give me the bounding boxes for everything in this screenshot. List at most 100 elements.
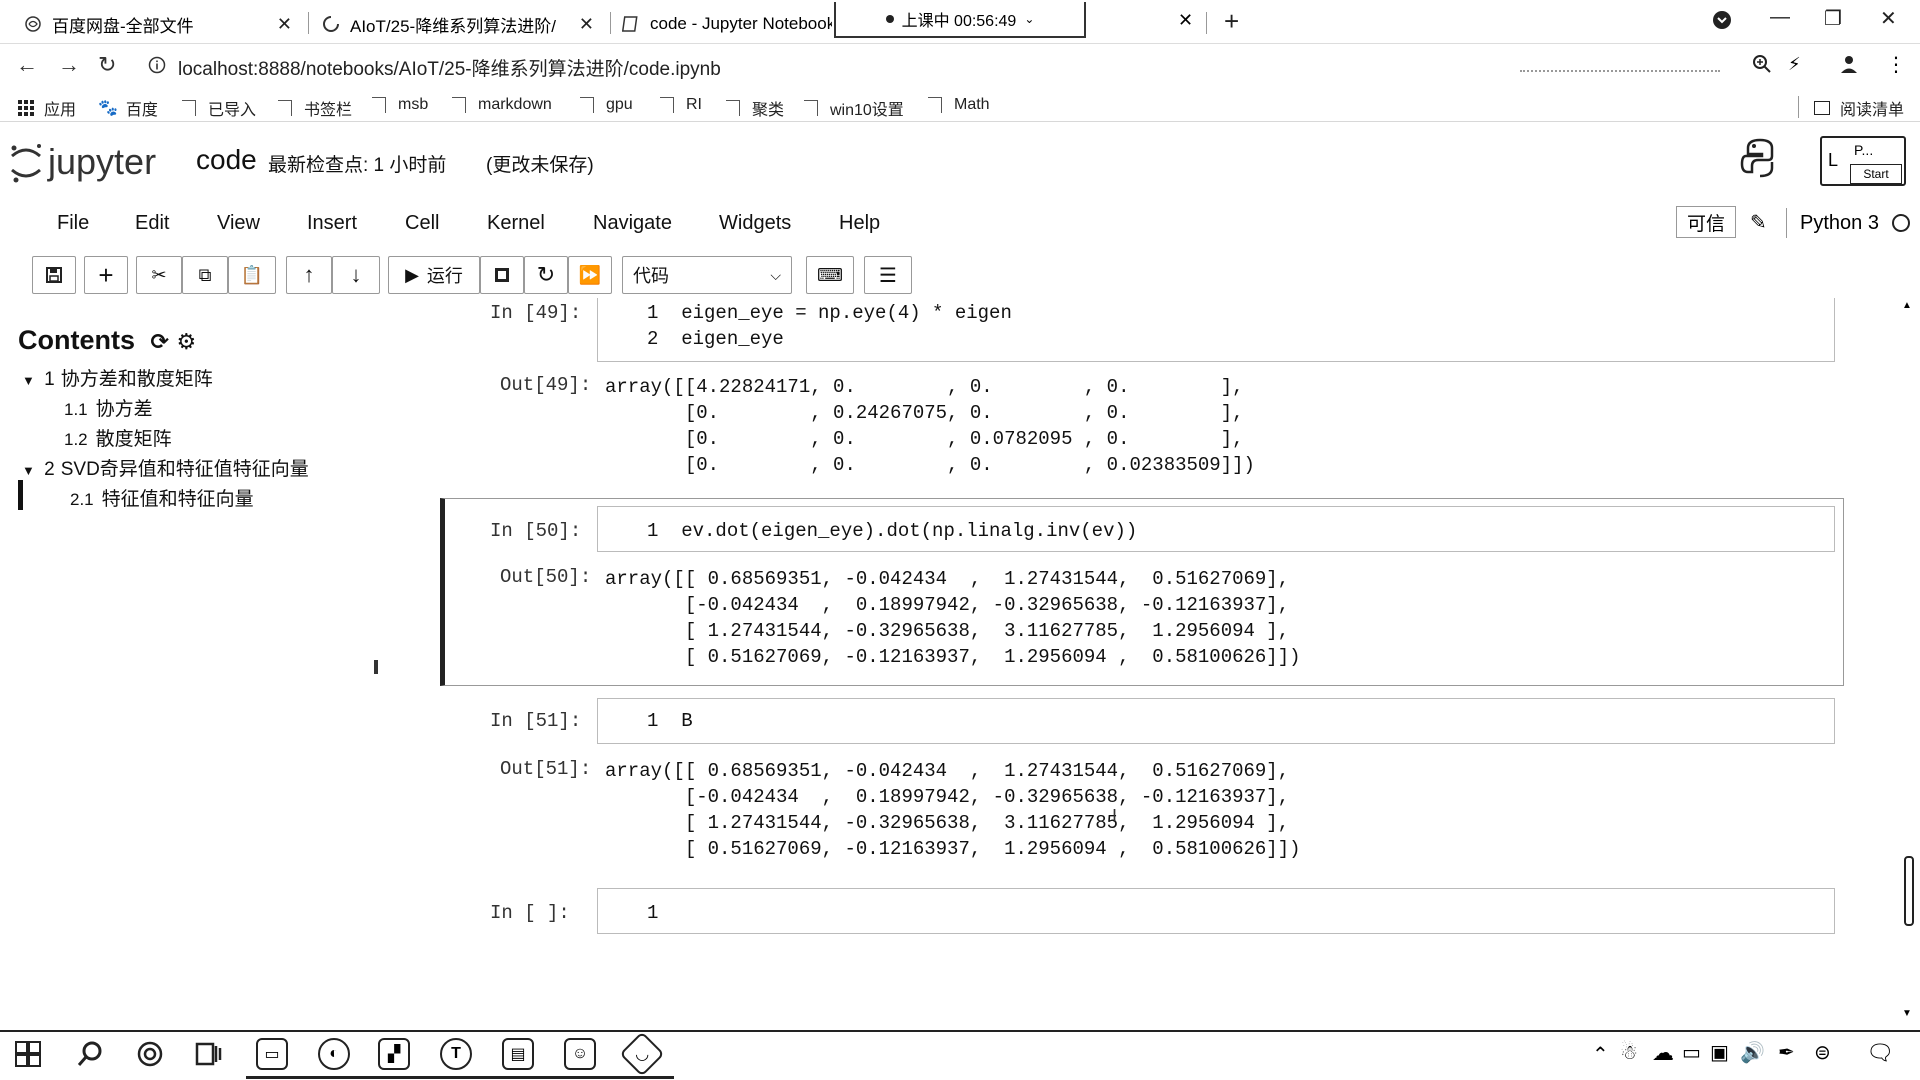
move-up-button[interactable]: ↑ (286, 256, 332, 294)
extension-icon[interactable]: ⚡ (1788, 54, 1801, 74)
save-button[interactable] (32, 256, 76, 294)
cell-51-output-line: [ 1.27431544, -0.32965638, 3.11627785, 1… (605, 812, 1290, 834)
trusted-indicator[interactable]: 可信 (1676, 206, 1737, 238)
more-icon[interactable]: ⋮ (1886, 54, 1906, 76)
taskbar-app-typora[interactable]: T (440, 1038, 472, 1070)
bookmark-win10[interactable]: win10设置 (804, 96, 904, 120)
account-icon[interactable] (1840, 54, 1858, 79)
menu-cell[interactable]: Cell (405, 212, 440, 234)
logout-widget[interactable]: L P... Start (1820, 136, 1906, 186)
scroll-up-icon[interactable]: ▲ (1902, 300, 1912, 311)
cell-type-select[interactable]: 代码 ⌵ (622, 256, 792, 294)
interrupt-button[interactable] (480, 256, 524, 294)
notification-center-icon[interactable]: 🗨 (1866, 1040, 1894, 1065)
scrollbar-thumb[interactable] (1904, 856, 1914, 926)
code-line: 1 eigen_eye = np.eye(4) * eigen (647, 302, 1012, 324)
cell-empty-input[interactable] (597, 888, 1835, 934)
sidebar-resize-handle[interactable] (374, 660, 378, 674)
tray-pen-icon[interactable]: ✒ (1778, 1042, 1795, 1064)
toc-toggle-button[interactable]: ☰ (864, 256, 912, 294)
close-tab-icon[interactable]: ✕ (276, 13, 292, 34)
notebook-name[interactable]: code (196, 144, 257, 175)
reload-icon[interactable]: ↻ (98, 52, 117, 77)
taskbar-app-pycharm[interactable]: ▞ (378, 1038, 410, 1070)
scroll-down-icon[interactable]: ▼ (1902, 1008, 1912, 1019)
menu-file[interactable]: File (57, 212, 90, 234)
restart-run-all-button[interactable]: ⏩ (568, 256, 612, 294)
bookmark-ri[interactable]: RI (660, 96, 702, 114)
menu-view[interactable]: View (217, 212, 260, 234)
cut-button[interactable]: ✂ (136, 256, 182, 294)
menu-help[interactable]: Help (839, 212, 881, 234)
minimize-icon[interactable]: — (1770, 6, 1790, 28)
cell-50-input[interactable] (597, 506, 1835, 552)
bookmark-markdown[interactable]: markdown (452, 96, 552, 114)
tray-speaker-icon[interactable]: 🔊 (1740, 1042, 1765, 1064)
tab-baidu-pan[interactable]: 百度网盘-全部文件 ✕ (24, 6, 300, 42)
taskbar-app-meeting[interactable]: ☺ (564, 1038, 596, 1070)
command-palette-button[interactable]: ⌨ (806, 256, 854, 294)
taskbar-app-terminal[interactable]: ▤ (502, 1038, 534, 1070)
move-down-button[interactable]: ↓ (332, 256, 380, 294)
class-timer[interactable]: 上课中 00:56:49 ⌄ (834, 2, 1086, 38)
edit-pencil-icon[interactable]: ✎ (1750, 212, 1767, 234)
zoom-icon[interactable] (1752, 54, 1772, 80)
menu-navigate[interactable]: Navigate (593, 212, 672, 234)
close-window-icon[interactable]: ✕ (1880, 8, 1897, 30)
bookmark-baidu[interactable]: 🐾 百度 (98, 96, 158, 120)
bookmark-imported[interactable]: 已导入 (182, 96, 256, 120)
cell-49-input[interactable] (597, 298, 1835, 362)
menu-kernel[interactable]: Kernel (487, 212, 545, 234)
windows-start-icon[interactable] (14, 1040, 42, 1073)
tab-jupyter-notebook[interactable]: code - Jupyter Notebook (622, 6, 832, 42)
tray-chevron-up-icon[interactable]: ⌃ (1592, 1044, 1609, 1066)
search-icon[interactable] (76, 1040, 104, 1075)
back-icon[interactable]: ← (16, 52, 38, 77)
copy-button[interactable]: ⧉ (182, 256, 228, 294)
bookmark-math[interactable]: Math (928, 96, 990, 114)
maximize-icon[interactable]: ❐ (1824, 8, 1842, 30)
jupyter-logo[interactable]: jupyter (8, 140, 156, 184)
bookmark-gpu[interactable]: gpu (580, 96, 633, 114)
new-tab-icon[interactable]: + (1224, 6, 1240, 36)
cell-50-selected-frame[interactable] (440, 498, 1844, 686)
url-text[interactable]: localhost:8888/notebooks/AIoT/25-降维系列算法进… (178, 59, 721, 80)
run-button[interactable]: ▶ 运行 (388, 256, 480, 294)
menu-widgets[interactable]: Widgets (719, 212, 792, 234)
site-info-icon[interactable] (148, 56, 166, 79)
tray-cloud-icon[interactable]: ☁ (1652, 1040, 1674, 1065)
reading-list[interactable]: 阅读清单 (1814, 96, 1904, 120)
gear-icon[interactable]: ⚙ (176, 329, 197, 354)
forward-icon[interactable]: → (58, 52, 80, 77)
bookmark-apps[interactable]: 应用 (18, 96, 76, 120)
cell-51-input[interactable] (597, 698, 1835, 744)
bookmark-bookmarks-bar[interactable]: 书签栏 (278, 96, 352, 120)
taskbar-app-explorer[interactable]: ▭ (256, 1038, 288, 1070)
tray-qq-icon[interactable]: ☃ (1620, 1042, 1638, 1064)
refresh-icon[interactable]: ⟳ (150, 329, 169, 354)
bookmark-msb[interactable]: msb (372, 96, 428, 114)
close-tab-icon[interactable]: ✕ (578, 13, 594, 34)
restart-button[interactable]: ↻ (524, 256, 568, 294)
menu-edit[interactable]: Edit (135, 212, 170, 234)
insert-cell-button[interactable]: + (84, 256, 128, 294)
bookmark-clustering[interactable]: 聚类 (726, 96, 784, 120)
tray-ime-icon[interactable]: ⊜ (1814, 1042, 1831, 1064)
cortana-icon[interactable] (136, 1040, 164, 1073)
paste-button[interactable]: 📋 (228, 256, 276, 294)
page-scrollbar[interactable]: ▲ ▼ (1902, 300, 1916, 1020)
profile-menu-icon[interactable] (1712, 10, 1732, 36)
task-view-icon[interactable] (194, 1040, 222, 1073)
tab-aiot-folder[interactable]: AIoT/25-降维系列算法进阶/ ✕ (322, 6, 602, 42)
tray-display-icon[interactable]: ▣ (1710, 1042, 1729, 1064)
tray-battery-icon[interactable]: ▭ (1682, 1042, 1701, 1064)
menu-insert[interactable]: Insert (307, 212, 358, 234)
start-button[interactable]: Start (1850, 164, 1902, 184)
close-tab-icon[interactable]: ✕ (1178, 10, 1194, 30)
taskbar-app-chrome[interactable]: ◐ (318, 1038, 350, 1070)
